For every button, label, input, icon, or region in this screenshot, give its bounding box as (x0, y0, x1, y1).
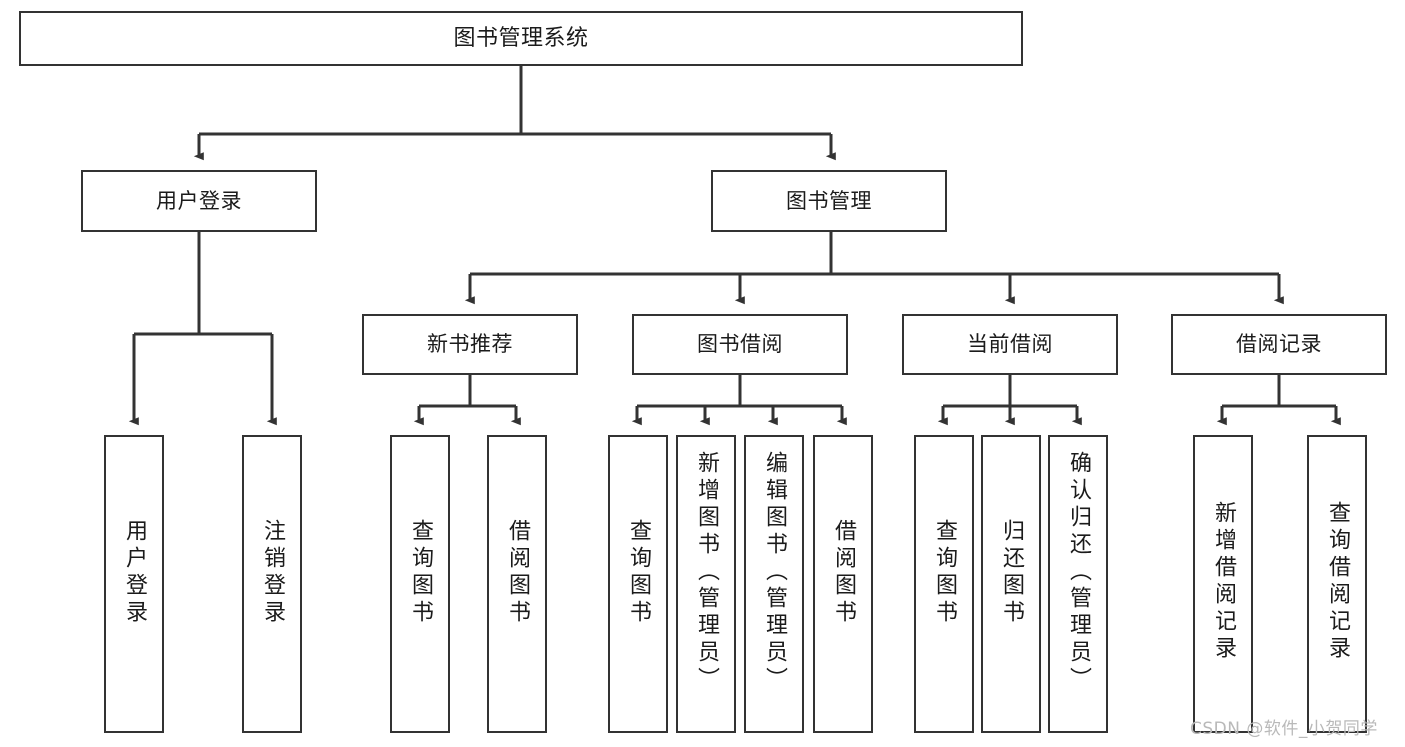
leaf-user-login-logout[interactable]: 注销登录 (242, 435, 302, 733)
node-label: 借阅图书 (831, 519, 856, 627)
node-root-book-management-system[interactable]: 图书管理系统 (19, 11, 1023, 66)
node-label: 当前借阅 (967, 332, 1053, 357)
node-current-borrow[interactable]: 当前借阅 (902, 314, 1118, 375)
node-label: 用户登录 (156, 188, 242, 213)
node-label: 图书管理 (786, 188, 872, 213)
csdn-watermark: CSDN @软件_小贺同学 (1190, 719, 1378, 739)
leaf-borrow-record-query-record[interactable]: 查询借阅记录 (1307, 435, 1367, 733)
node-book-management[interactable]: 图书管理 (711, 170, 947, 232)
leaf-borrow-record-add-record[interactable]: 新增借阅记录 (1193, 435, 1253, 733)
node-label: 新书推荐 (427, 332, 513, 357)
node-label: 查询借阅记录 (1325, 501, 1350, 663)
node-label: 借阅记录 (1236, 332, 1322, 357)
node-user-login[interactable]: 用户登录 (81, 170, 317, 232)
node-label: 新增借阅记录 (1211, 501, 1236, 663)
node-label: 查询图书 (408, 519, 433, 627)
leaf-new-book-query-book[interactable]: 查询图书 (390, 435, 450, 733)
node-label: 归还图书 (999, 519, 1024, 627)
node-new-book-recommend[interactable]: 新书推荐 (362, 314, 578, 375)
leaf-new-book-borrow-book[interactable]: 借阅图书 (487, 435, 547, 733)
node-label: 编辑图书（管理员） (762, 451, 787, 694)
leaf-current-borrow-query-book[interactable]: 查询图书 (914, 435, 974, 733)
node-label: 借阅图书 (505, 519, 530, 627)
leaf-user-login-login[interactable]: 用户登录 (104, 435, 164, 733)
node-label: 新增图书（管理员） (694, 451, 719, 694)
node-label: 查询图书 (932, 519, 957, 627)
leaf-book-borrow-add-book-admin[interactable]: 新增图书（管理员） (676, 435, 736, 733)
leaf-book-borrow-borrow-book[interactable]: 借阅图书 (813, 435, 873, 733)
node-book-borrow[interactable]: 图书借阅 (632, 314, 848, 375)
leaf-book-borrow-query-book[interactable]: 查询图书 (608, 435, 668, 733)
node-label: 确认归还（管理员） (1066, 451, 1091, 694)
node-label: 图书管理系统 (453, 25, 589, 51)
node-label: 图书借阅 (697, 332, 783, 357)
node-label: 用户登录 (122, 519, 147, 627)
node-label: 查询图书 (626, 519, 651, 627)
node-label: 注销登录 (260, 519, 285, 627)
node-borrow-record[interactable]: 借阅记录 (1171, 314, 1387, 375)
leaf-current-borrow-confirm-return-admin[interactable]: 确认归还（管理员） (1048, 435, 1108, 733)
leaf-book-borrow-edit-book-admin[interactable]: 编辑图书（管理员） (744, 435, 804, 733)
leaf-current-borrow-return-book[interactable]: 归还图书 (981, 435, 1041, 733)
